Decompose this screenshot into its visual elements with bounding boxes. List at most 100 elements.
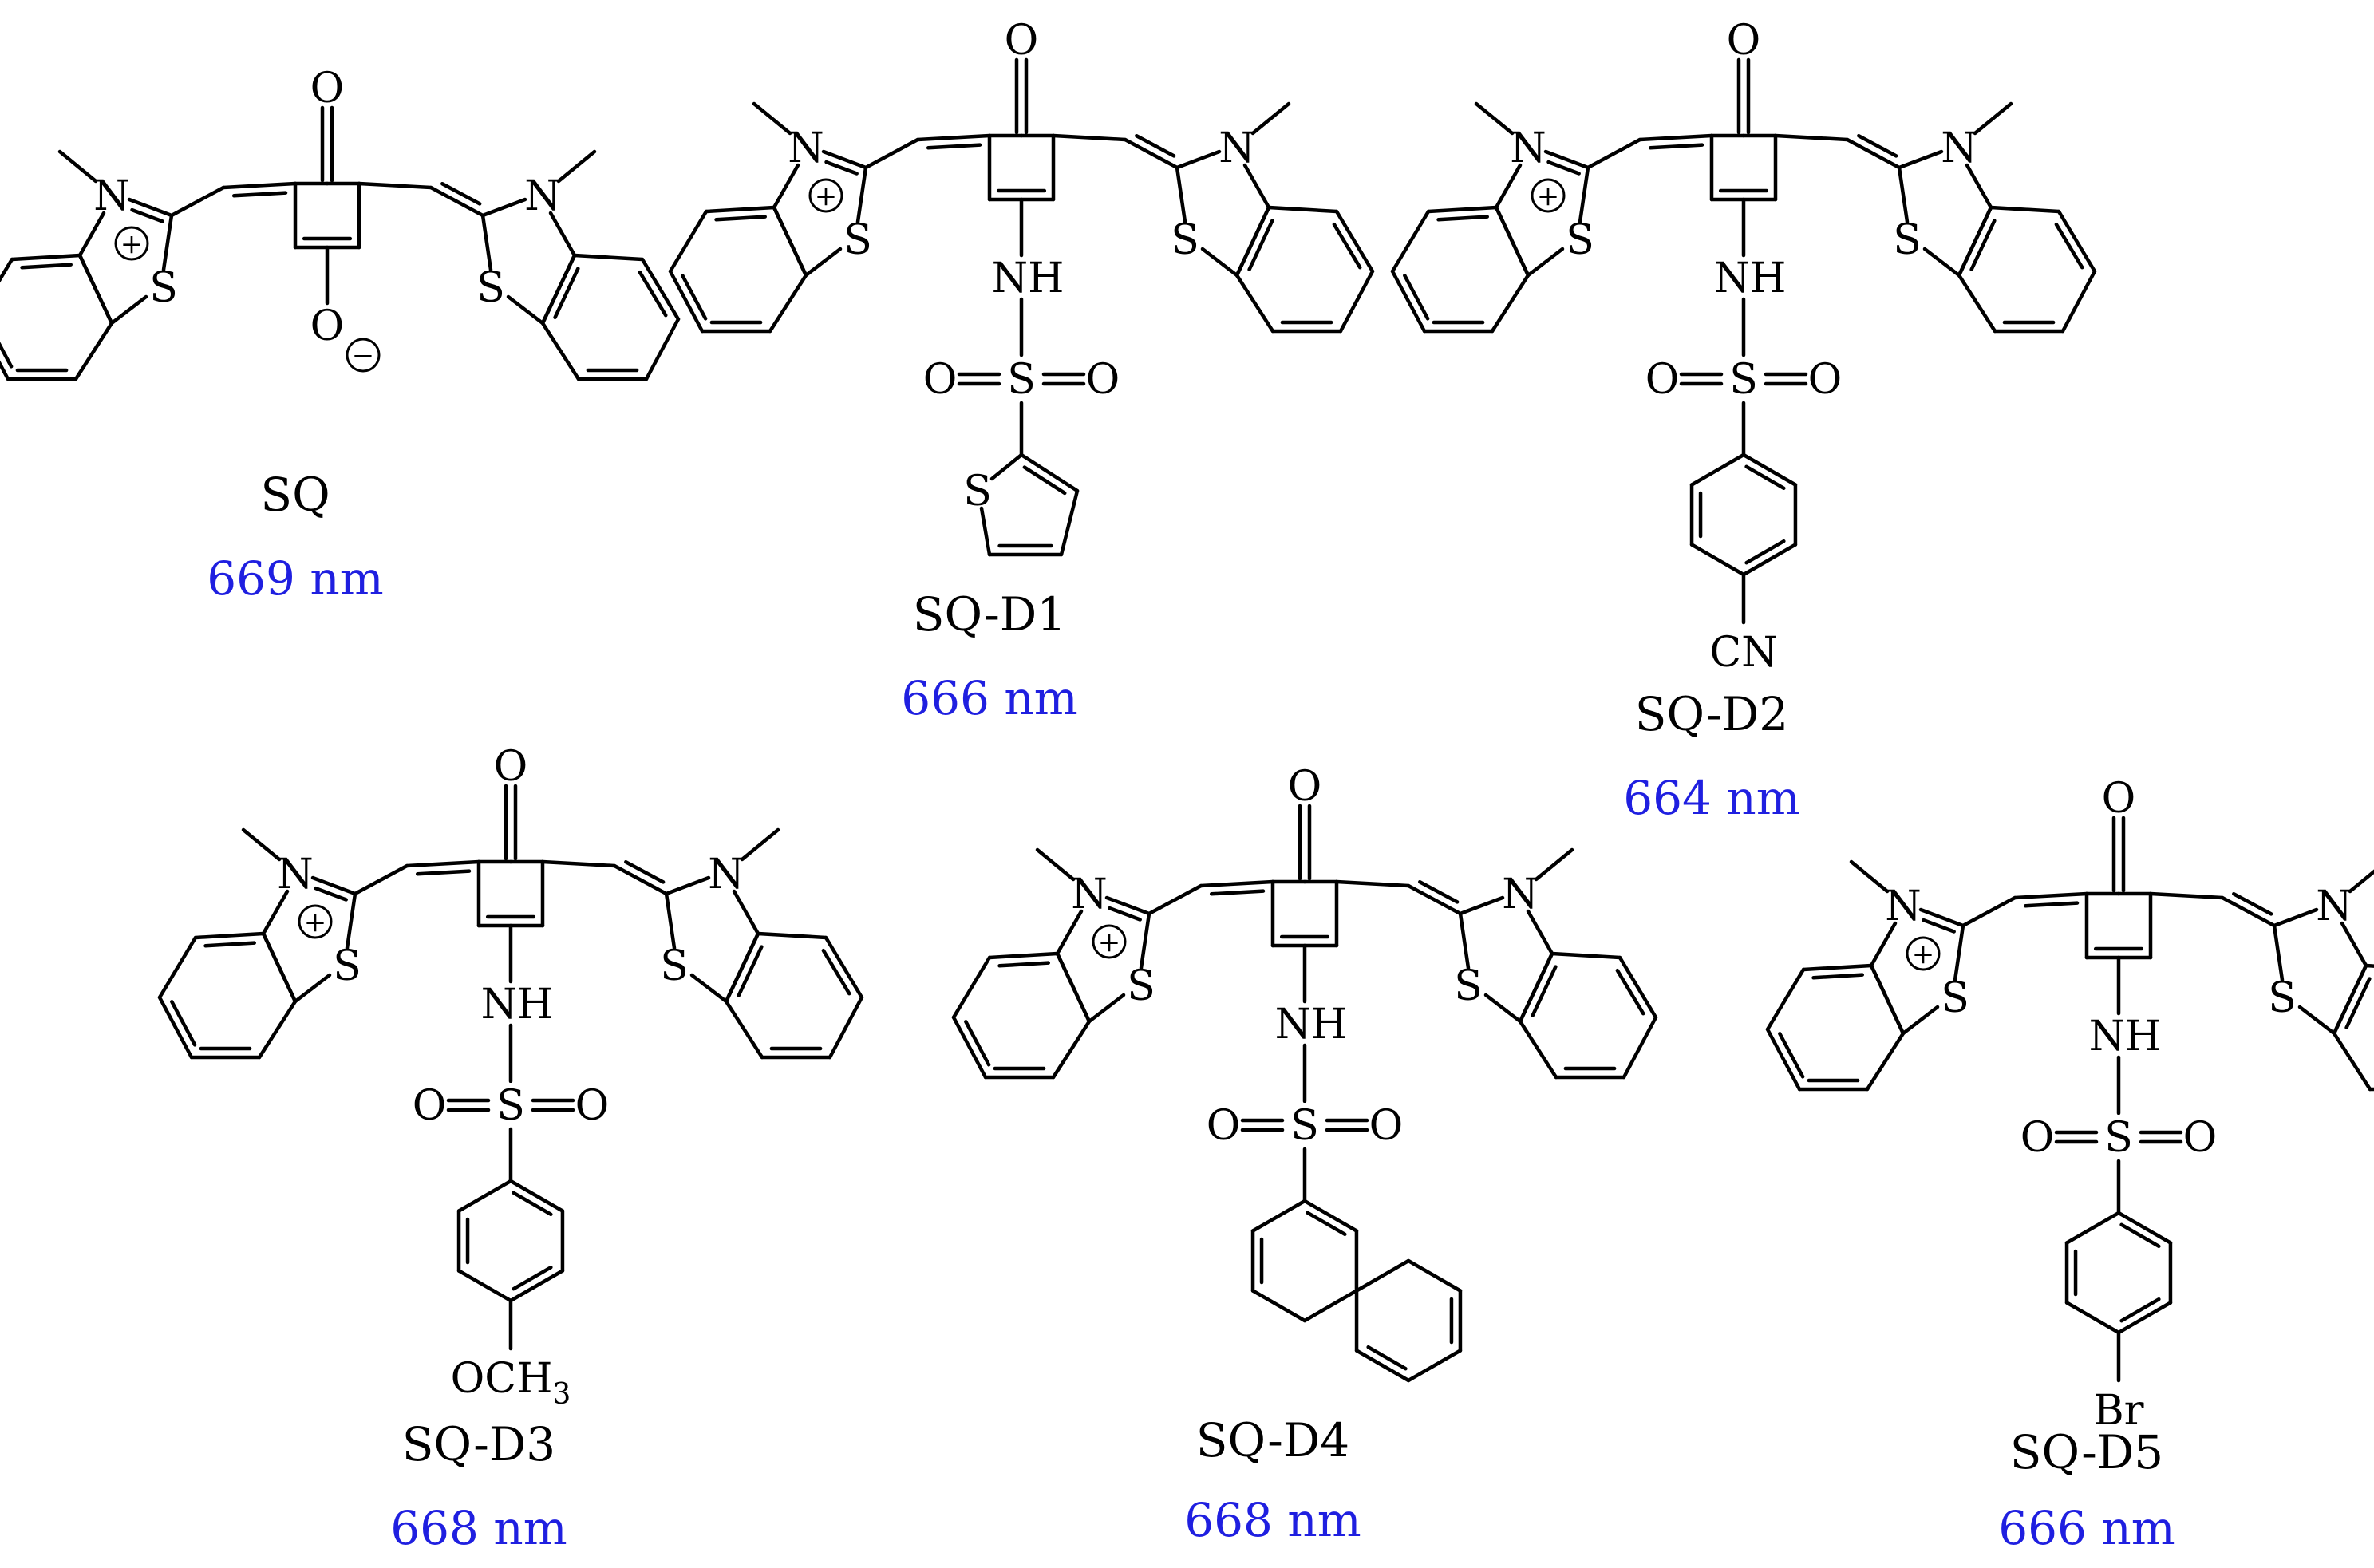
carbonyl-oxygen: O xyxy=(310,65,345,113)
right-benzo-bond-1 xyxy=(1957,273,1997,334)
right-methine-double-inner xyxy=(1418,879,1460,904)
left-benzo-bond-1 xyxy=(73,321,114,381)
right-benzo-bond-1 xyxy=(1234,273,1275,334)
naphthalene-ring-b-bond-2 xyxy=(1406,1349,1463,1383)
right-benzo-bond-5 xyxy=(756,931,828,940)
left-n-methyl xyxy=(752,101,792,136)
left-c2-n-double-inner xyxy=(824,160,859,176)
left-methine-double-inner xyxy=(231,191,288,198)
absorption-wavelength-sq-d5: 666 nm xyxy=(1998,1501,2175,1555)
left-benzo-bond-0 xyxy=(1869,963,1906,1036)
left-benzo-bond-3 xyxy=(157,995,194,1060)
label-clearance xyxy=(275,853,316,895)
label-clearance xyxy=(1282,1103,1327,1147)
right-n-methyl xyxy=(1250,101,1291,136)
right-benzo-bond-1 xyxy=(724,999,764,1060)
naphthalene-ring-b-bond-0 xyxy=(1406,1258,1463,1293)
right-methine-single xyxy=(2148,891,2225,900)
left-benzo-bond-5 xyxy=(1426,205,1499,214)
right-s-c7a xyxy=(689,973,729,1004)
naphthalene-ring-b-bond-3-inner xyxy=(1366,1345,1408,1371)
left-benzo-bond-0 xyxy=(1494,205,1531,278)
positive-charge-circle xyxy=(1531,178,1566,213)
left-benzo-bond-3-inner xyxy=(964,1020,991,1067)
left-methine-single xyxy=(169,185,226,218)
label-clearance xyxy=(326,945,368,986)
label-clearance xyxy=(1448,965,1489,1006)
left-c2-s xyxy=(1578,165,1590,224)
aryl-ring-bond-0 xyxy=(1741,452,1798,487)
left-benzo-bond-1 xyxy=(257,999,298,1060)
absorption-wavelength-sq-d2: 664 nm xyxy=(1623,771,1800,825)
left-n-c3a xyxy=(1055,909,1084,956)
right-c2-s xyxy=(1175,165,1187,224)
left-n-c3a xyxy=(1494,163,1523,210)
carbonyl-oxygen: O xyxy=(1288,763,1322,811)
right-benzo-bond-5 xyxy=(1266,205,1339,214)
aryl-ring-bond-3 xyxy=(2064,1301,2121,1335)
right-methine-single xyxy=(357,181,433,190)
aryl-ring-bond-2 xyxy=(508,1269,565,1303)
left-n-methyl xyxy=(1035,847,1076,882)
positive-charge-sign: + xyxy=(1912,938,1935,970)
aryl-ring-bond-0 xyxy=(2116,1211,2173,1245)
left-benzo-bond-5 xyxy=(193,931,266,940)
right-benzo-bond-0-inner xyxy=(1531,965,1558,1018)
label-clearance xyxy=(1216,127,1258,168)
left-benzo-bond-4 xyxy=(1765,967,1806,1032)
left-s-c7a xyxy=(804,247,843,278)
aryl-ring-bond-3 xyxy=(1689,543,1746,577)
left-benzo-bond-3 xyxy=(951,1015,988,1080)
carbonyl-oxygen: O xyxy=(2102,775,2136,823)
right-ring-sulfur: S xyxy=(476,264,505,312)
left-c2-n-double xyxy=(821,149,868,170)
amine-nh: NH xyxy=(1275,1001,1348,1049)
right-benzo-bond-0 xyxy=(1957,205,1993,278)
aryl-ring-bond-0 xyxy=(508,1179,565,1213)
positive-charge-sign: + xyxy=(120,228,144,260)
para-substituent: Br xyxy=(2093,1387,2143,1435)
positive-charge-circle xyxy=(114,226,149,261)
label-clearance xyxy=(1934,977,1976,1018)
label-clearance xyxy=(1120,965,1162,1006)
naphthalene-ring-a-bond-2 xyxy=(1302,1289,1359,1323)
amine-nh: NH xyxy=(1714,255,1787,302)
right-ring-nitrogen: N xyxy=(1219,124,1255,172)
label-clearance xyxy=(470,267,512,308)
negative-charge-sign: − xyxy=(352,340,375,372)
left-ring-nitrogen: N xyxy=(277,851,314,899)
right-n-c3a xyxy=(732,889,760,936)
positive-charge-circle xyxy=(298,904,333,939)
right-ring-nitrogen: N xyxy=(708,851,745,899)
left-benzo-bond-4 xyxy=(157,935,198,1000)
positive-charge-circle xyxy=(1092,924,1127,959)
right-c2-s xyxy=(1897,165,1910,224)
left-benzo-bond-3 xyxy=(0,360,10,381)
left-benzo-bond-4 xyxy=(1390,209,1431,274)
right-c2-s xyxy=(2272,923,2285,982)
right-benzo-bond-0-inner xyxy=(2344,977,2372,1030)
left-ring-sulfur: S xyxy=(149,264,178,312)
label-clearance xyxy=(1882,885,1924,926)
right-benzo-bond-0 xyxy=(2332,963,2368,1036)
left-methine-double xyxy=(405,859,481,868)
label-clearance xyxy=(785,127,827,168)
right-benzo-bond-4 xyxy=(1618,955,1658,1020)
label-clearance xyxy=(2261,977,2303,1018)
aryl-ring-bond-2-inner xyxy=(1744,539,1786,565)
left-ring-nitrogen: N xyxy=(1071,871,1108,918)
naphthalene-ring-a-bond-0 xyxy=(1302,1199,1359,1233)
left-benzo-bond-3-inner xyxy=(681,274,708,321)
sulfonyl-sulfur: S xyxy=(1007,356,1036,404)
left-n-c3a xyxy=(77,211,106,258)
left-n-c3a xyxy=(772,163,800,210)
aryl-ring-bond-2 xyxy=(1741,543,1798,577)
right-methine-double-inner xyxy=(1135,133,1176,158)
left-ring-sulfur: S xyxy=(1941,974,1969,1022)
naphthalene-ring-a-bond-5 xyxy=(1250,1199,1307,1233)
right-benzo-bond-0 xyxy=(1518,951,1554,1024)
right-c2-n xyxy=(1175,149,1222,170)
